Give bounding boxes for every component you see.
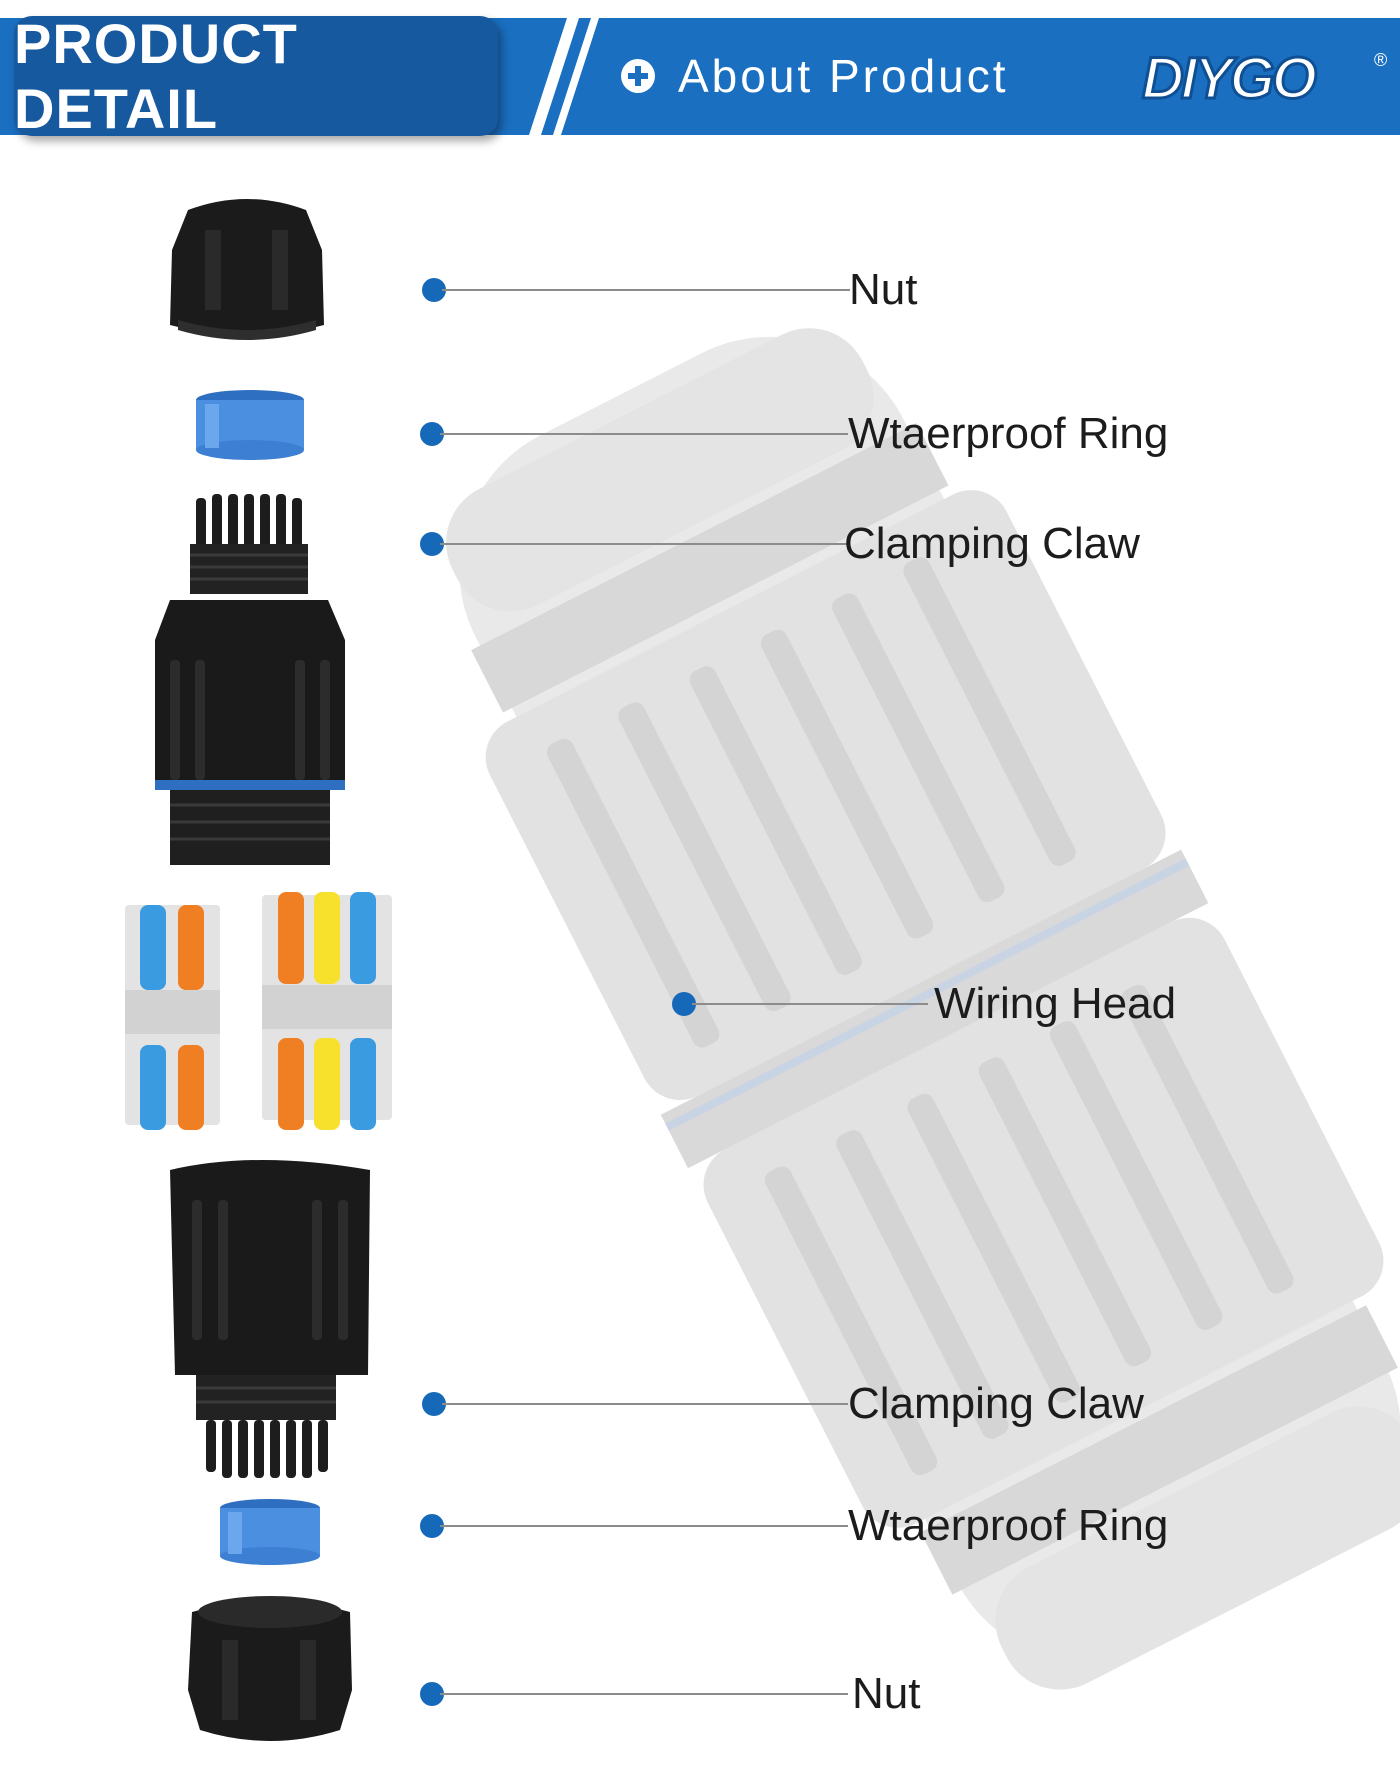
wiring-head-part [125, 892, 392, 1130]
callout-leader-line [440, 433, 848, 435]
top-clamping-claw-part [155, 494, 345, 865]
callout-leader-line [692, 1003, 928, 1005]
about-product-link[interactable]: About Product [620, 48, 1009, 104]
callout-label: Clamping Claw [848, 1379, 1144, 1428]
top-waterproof-ring-part [196, 390, 304, 460]
header-banner: PRODUCT DETAIL About Product DIYGO ® [0, 12, 1400, 140]
bottom-waterproof-ring-part [220, 1499, 320, 1565]
page-title: PRODUCT DETAIL [14, 12, 298, 140]
callout-leader-line [440, 543, 848, 545]
brand-name: DIYGO [1142, 46, 1317, 111]
callout-label: Wiring Head [934, 979, 1177, 1028]
callout-label: Nut [849, 265, 918, 314]
callout-label: Clamping Claw [844, 519, 1140, 568]
diygo-logo: DIYGO ® [1141, 45, 1388, 113]
brand-registered-mark: ® [1374, 50, 1387, 70]
callout-label: Wtaerproof Ring [848, 1501, 1169, 1550]
bottom-clamping-claw-part [170, 1160, 370, 1478]
bottom-nut-part [188, 1596, 352, 1741]
top-nut-part [170, 199, 324, 340]
plus-circle-icon [621, 59, 655, 93]
callout-leader-line [440, 1525, 848, 1527]
callout-label: Wtaerproof Ring [848, 409, 1169, 458]
title-badge: PRODUCT DETAIL [14, 12, 498, 140]
callout-leader-line [440, 1693, 848, 1695]
callout-leader-line [442, 1403, 848, 1405]
about-product-label: About Product [678, 50, 1009, 102]
callout-leader-line [442, 289, 850, 291]
callout-label: Nut [852, 1669, 921, 1718]
